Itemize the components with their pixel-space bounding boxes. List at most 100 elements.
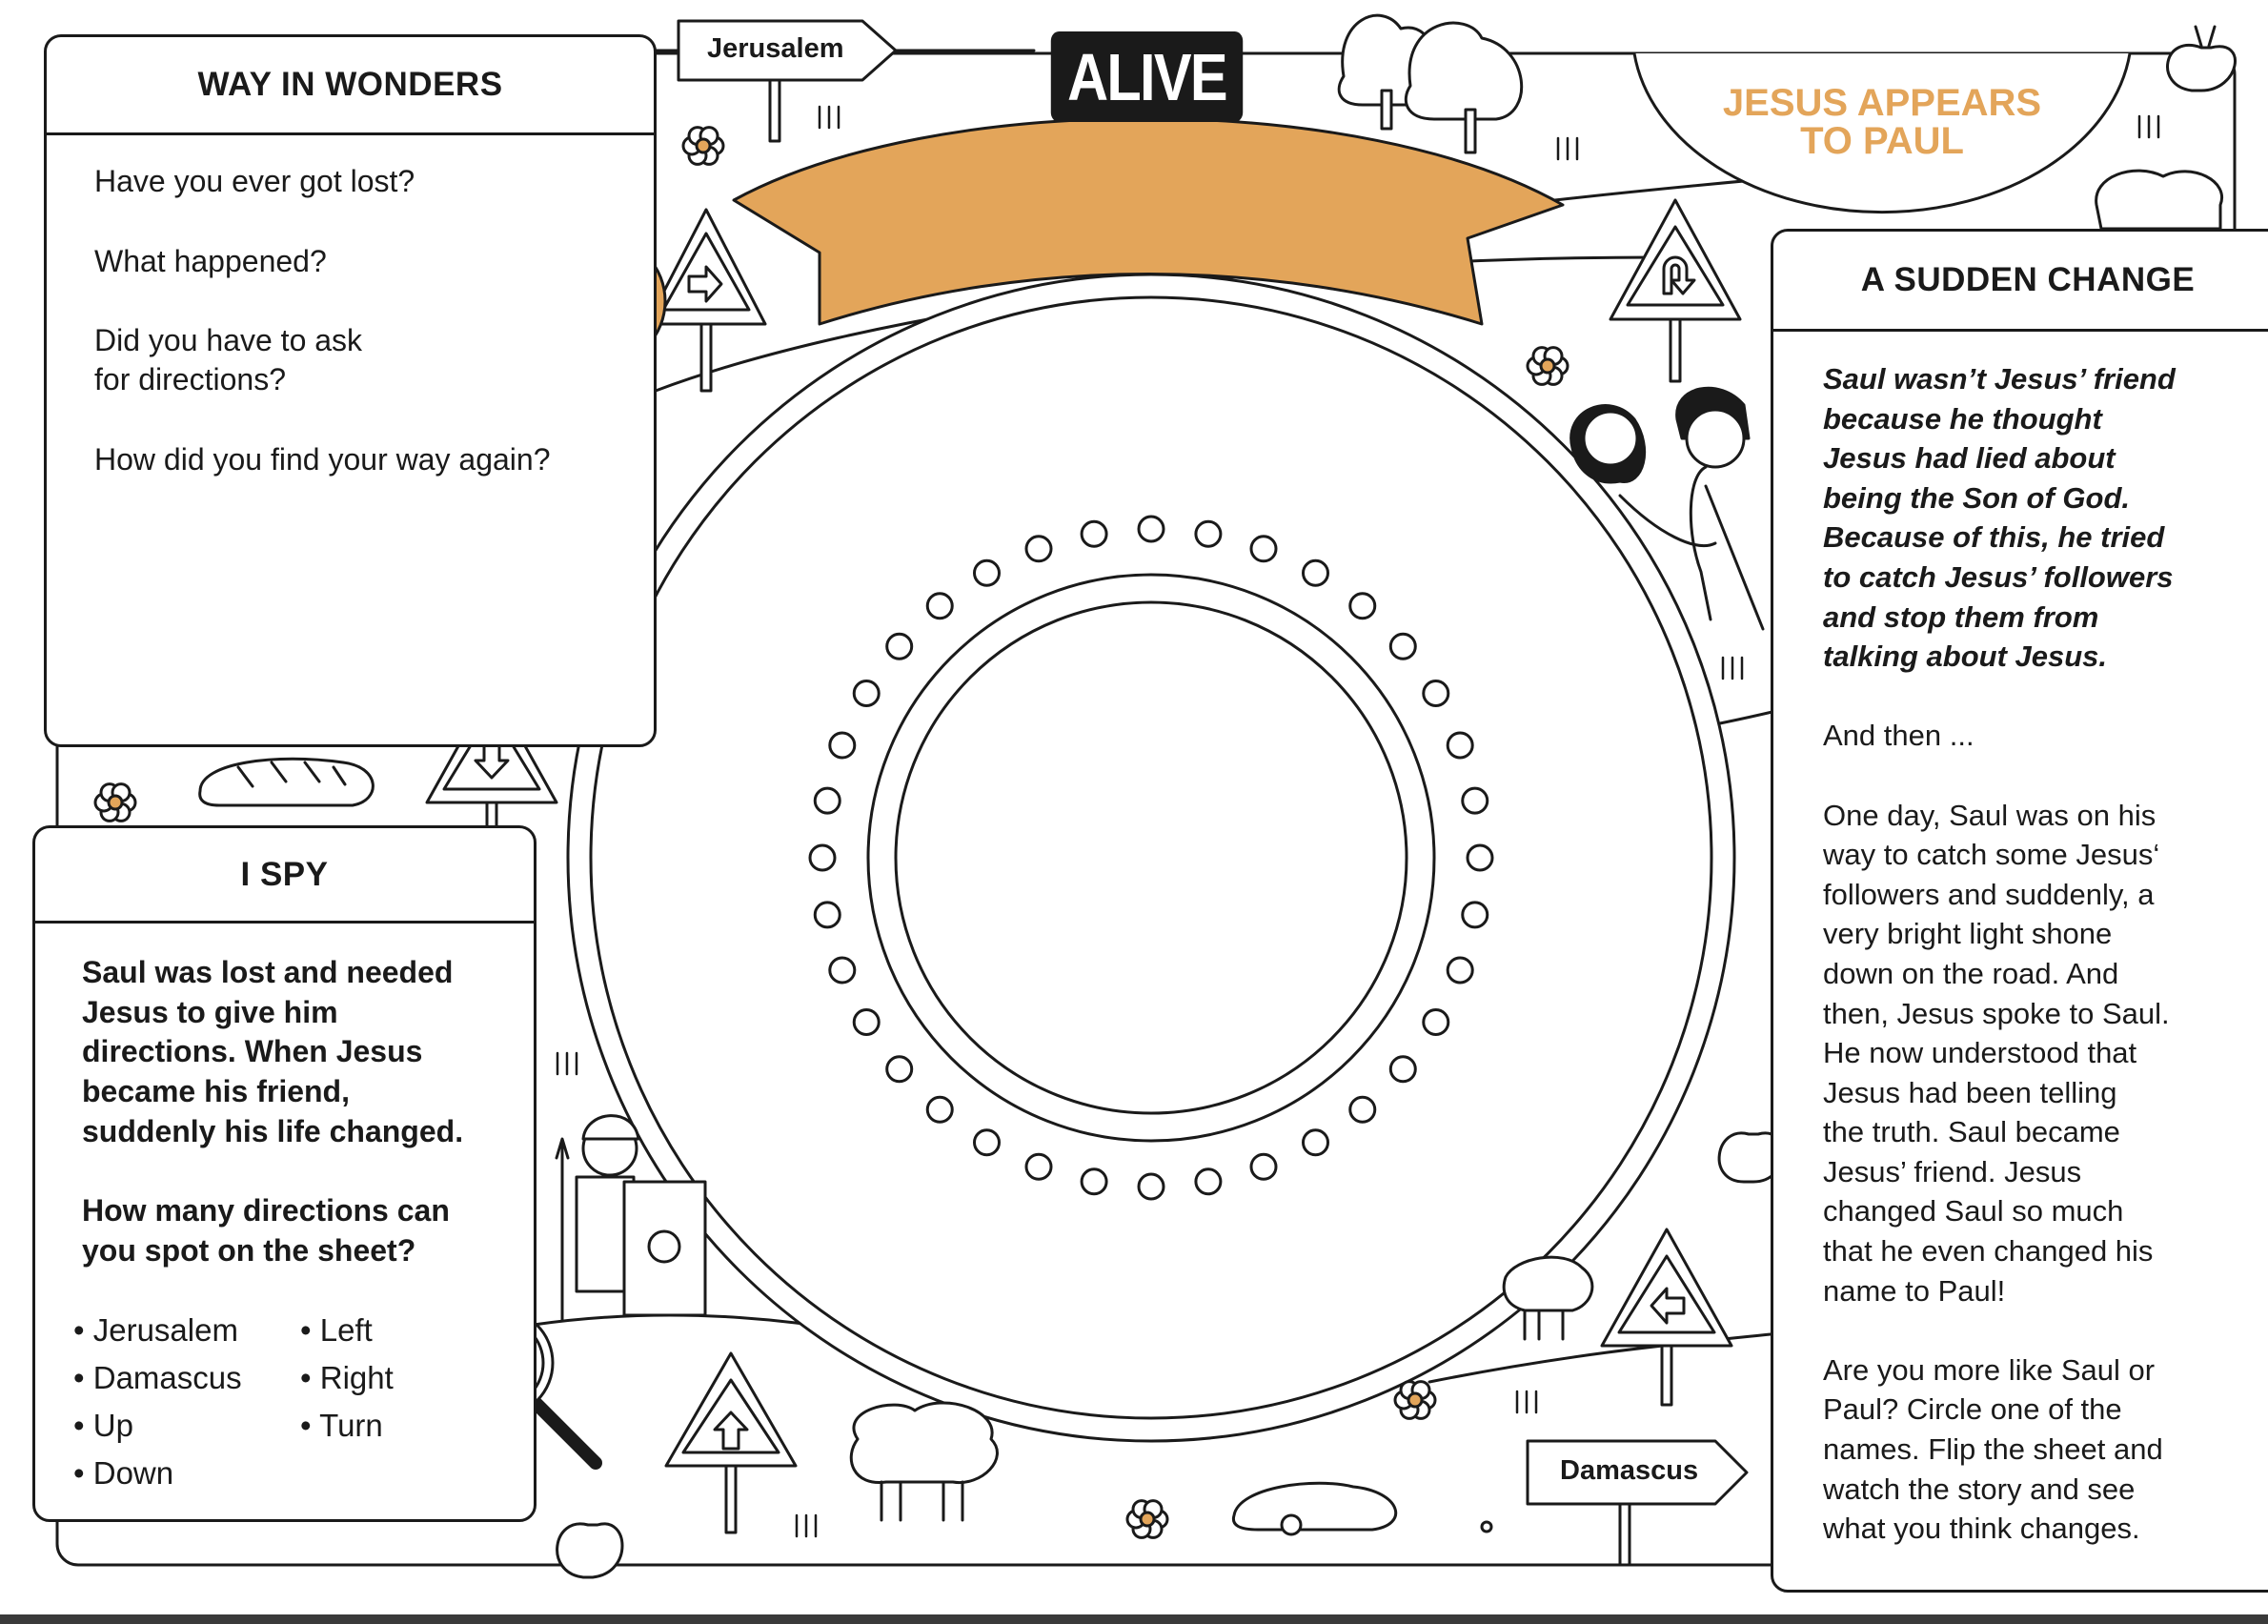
list-item-label: Left — [319, 1312, 373, 1348]
sign-post — [768, 78, 781, 143]
damascus-sign-label: Damascus — [1560, 1455, 1699, 1486]
list-item-label: Down — [92, 1455, 174, 1491]
closing-line: watch the story and see — [1823, 1472, 2136, 1506]
question: for directions? — [94, 362, 286, 396]
plate-dot — [1422, 1008, 1450, 1036]
plate-dot — [925, 592, 954, 620]
plate-dot — [1348, 592, 1377, 620]
plate-dot — [973, 1128, 1001, 1157]
story-title-line-1: JESUS APPEARS — [1722, 82, 2042, 124]
plate-dot — [1446, 956, 1474, 985]
plate-dot — [1137, 1172, 1165, 1201]
list-item: • Damascus — [73, 1360, 242, 1395]
sheep-icon — [1502, 1255, 1594, 1341]
spacer — [1823, 677, 2176, 717]
plate-dot — [1302, 558, 1329, 587]
intro-line: and stop them from — [1823, 599, 2099, 634]
story-line: followers and suddenly, a — [1823, 877, 2155, 911]
plate-dot — [1461, 786, 1489, 815]
story-line: that he even changed his — [1823, 1234, 2154, 1269]
plate-inner-ring — [589, 295, 1713, 1420]
story-line: down on the road. And — [1823, 956, 2119, 990]
brand-logo: ALIVE — [1050, 31, 1244, 122]
story-line: He now understood that — [1823, 1036, 2137, 1070]
way-in-wonders-panel: WAY IN WONDERS Have you ever got lost? W… — [44, 34, 657, 747]
list-item: • Jerusalem — [73, 1312, 238, 1348]
flower-icon — [1526, 346, 1569, 386]
plate-dot — [1024, 535, 1053, 563]
story-line: then, Jesus spoke to Saul. — [1823, 996, 2170, 1030]
list-item-label: Jerusalem — [92, 1312, 238, 1348]
story-line: Jesus had been telling — [1823, 1075, 2117, 1109]
intro-line: to catch Jesus’ followers — [1823, 559, 2174, 594]
intro-line: being the Son of God. — [1823, 480, 2131, 515]
title-semicircle — [1632, 51, 2132, 214]
hill-line — [1428, 1332, 1772, 1384]
banner-title-path: Kids Snack Sheet — [0, 0, 28, 14]
plate-dot — [828, 731, 857, 760]
plate-dot — [813, 786, 841, 815]
list-item: • Left — [300, 1312, 373, 1348]
plate-dot — [1137, 515, 1165, 543]
intro-line: Because of this, he tried — [1823, 520, 2165, 555]
plate-dot — [1461, 901, 1489, 929]
road-sign-left-arrow-icon — [1600, 1228, 1733, 1407]
closing-line: what you think changes. — [1823, 1512, 2140, 1546]
grass-tufts — [556, 105, 2160, 1538]
plate-dot — [1466, 843, 1494, 872]
question: Did you have to ask — [94, 323, 363, 357]
plate-dot — [1302, 1128, 1329, 1157]
list-item-label: Turn — [319, 1408, 383, 1443]
plate-center-outer — [866, 573, 1436, 1143]
story-line: name to Paul! — [1823, 1273, 2006, 1308]
plate-dot — [1249, 535, 1278, 563]
rocks-icon — [1231, 1481, 1493, 1536]
plate-dot — [808, 843, 837, 872]
plate-dot — [1249, 1152, 1278, 1181]
banner-title-art: Kids Snack Sheet — [0, 0, 28, 14]
intro-line: suddenly his life changed. — [82, 1114, 464, 1148]
banner-ribbon — [732, 116, 1565, 326]
spacer — [1823, 756, 2176, 796]
question: How did you find your way again? — [94, 442, 551, 477]
panel-title: WAY IN WONDERS — [47, 37, 654, 135]
plate-dot — [973, 558, 1001, 587]
question: What happened? — [94, 244, 327, 278]
spacer — [1823, 1310, 2176, 1350]
intro-line: Jesus had lied about — [1823, 441, 2116, 476]
soldier-character — [555, 1114, 707, 1322]
story-line: changed Saul so much — [1823, 1194, 2124, 1228]
list-item: • Up — [73, 1408, 133, 1443]
panel-title: A SUDDEN CHANGE — [1773, 232, 2268, 332]
panel-title: I SPY — [35, 828, 534, 924]
plate-dot — [1080, 1167, 1108, 1196]
story-line: One day, Saul was on his — [1823, 798, 2157, 832]
flower-icon — [681, 126, 725, 166]
plate-dot — [885, 1055, 914, 1084]
plate-dot — [828, 956, 857, 985]
closing-line: names. Flip the sheet and — [1823, 1432, 2163, 1467]
question: Have you ever got lost? — [94, 164, 415, 198]
intro-line: Saul wasn’t Jesus’ friend — [1823, 362, 2176, 396]
story-title-line-2: TO PAUL — [1800, 120, 1964, 162]
plate-dot — [1080, 519, 1108, 548]
story-line: way to catch some Jesus‘ — [1823, 838, 2160, 872]
flower-icon — [1393, 1380, 1437, 1420]
jerusalem-sign — [677, 19, 898, 82]
jesus-character — [1569, 404, 1717, 548]
plate-dot — [852, 1008, 881, 1036]
sign-post — [1618, 1502, 1631, 1567]
list-item: • Right — [300, 1360, 394, 1395]
sheep-icon — [849, 1401, 999, 1522]
page-bottom-edge — [0, 1614, 2268, 1624]
list-item: • Turn — [300, 1408, 383, 1443]
flower-icon — [1125, 1499, 1169, 1539]
plate-dot — [1446, 731, 1474, 760]
closing-line: Paul? Circle one of the — [1823, 1392, 2122, 1427]
plate-dot — [1422, 680, 1450, 707]
plate-dot — [1388, 632, 1417, 660]
question-line: you spot on the sheet? — [82, 1233, 416, 1268]
intro-line: directions. When Jesus — [82, 1034, 423, 1068]
damascus-sign — [1526, 1439, 1749, 1506]
list-item-label: Right — [319, 1360, 394, 1395]
